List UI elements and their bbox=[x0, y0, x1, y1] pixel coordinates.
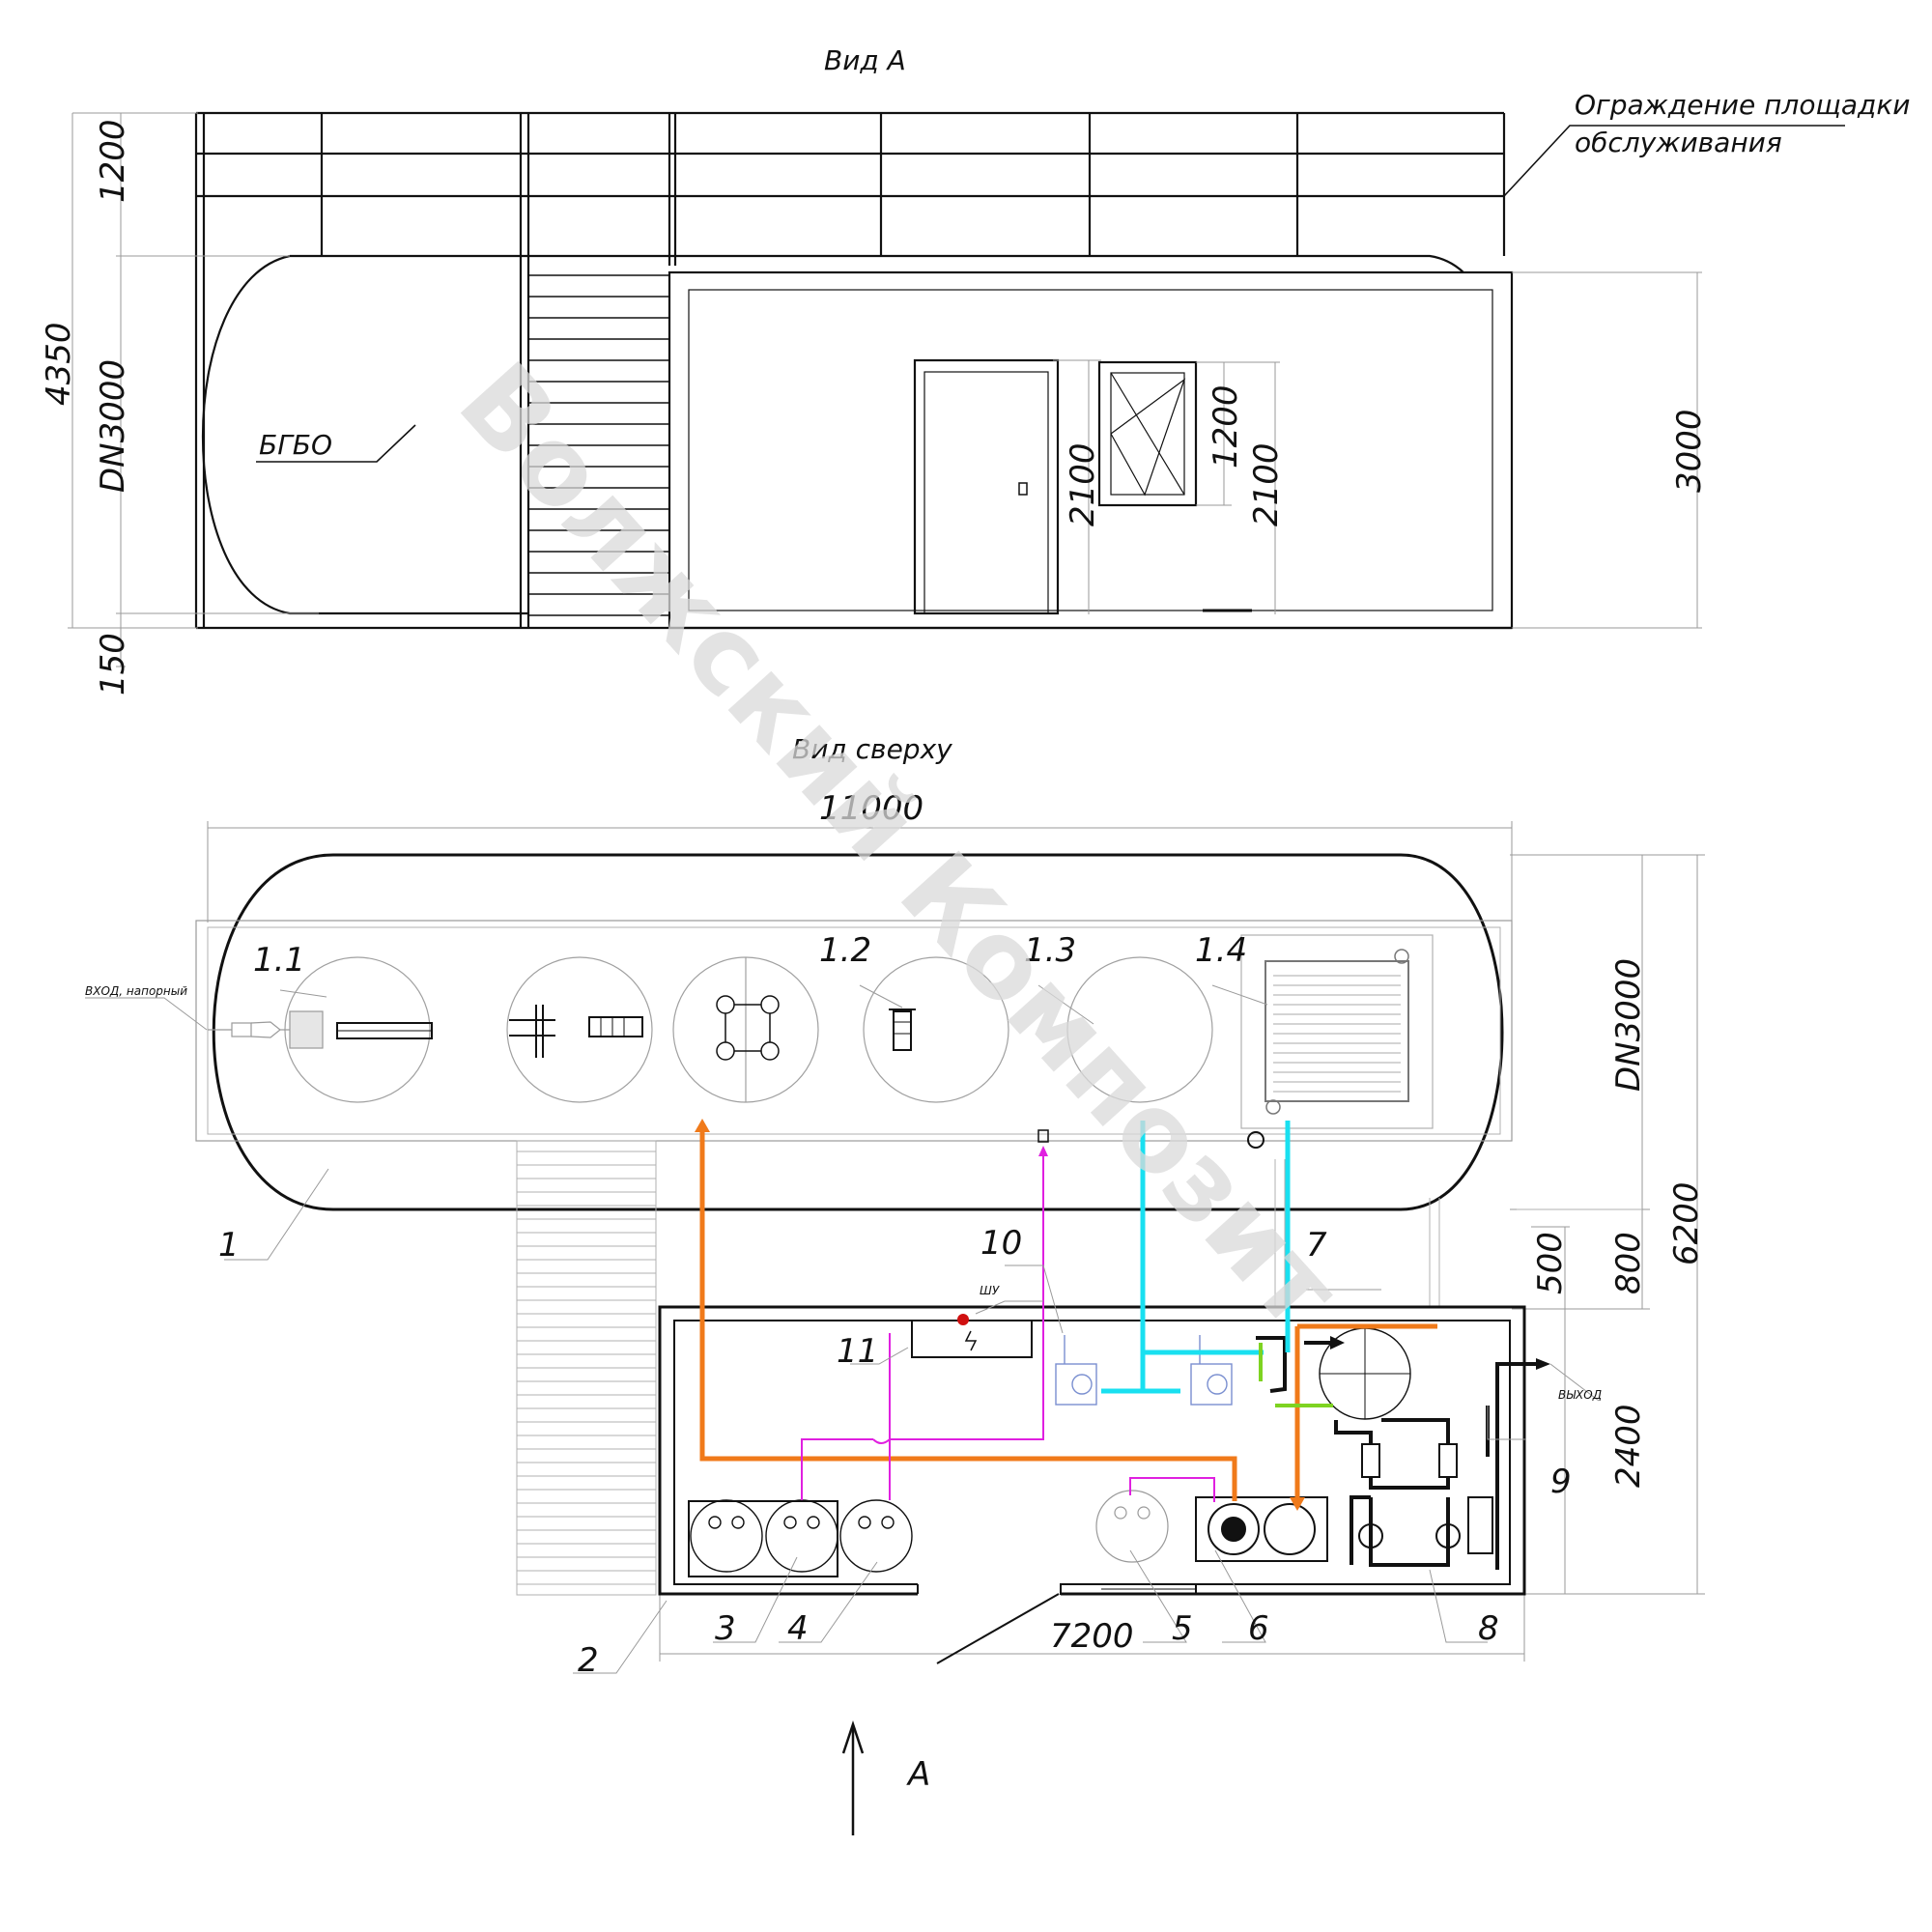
window bbox=[1097, 360, 1198, 507]
outlet-label: ВЫХОД bbox=[1558, 1388, 1602, 1402]
panel-indicator bbox=[957, 1314, 969, 1325]
tank-side-outline bbox=[201, 254, 1464, 615]
magenta-arrow-up bbox=[1038, 1146, 1048, 1156]
pump-1-2 bbox=[889, 1009, 916, 1051]
pos-6: 6 bbox=[1248, 1609, 1269, 1648]
unit-6 bbox=[1195, 1496, 1328, 1562]
dim-6200: 6200 bbox=[1667, 1181, 1706, 1265]
dim-11000: 11000 bbox=[819, 789, 923, 828]
pos-1-1: 1.1 bbox=[253, 941, 305, 980]
module-plan bbox=[658, 1305, 1526, 1596]
view-a-arrow bbox=[841, 1720, 865, 1835]
pos-1: 1 bbox=[218, 1226, 240, 1264]
view-a-arrow-label: А bbox=[906, 1755, 930, 1794]
front-view bbox=[194, 111, 1514, 630]
module-building-front bbox=[668, 270, 1514, 630]
tank-outline-top bbox=[212, 853, 1504, 1211]
pos-10: 10 bbox=[980, 1224, 1022, 1263]
dim-4350: 4350 bbox=[40, 322, 78, 406]
pos-9: 9 bbox=[1550, 1463, 1572, 1501]
fence-label-line1: Ограждение площадки bbox=[1575, 89, 1910, 121]
pos-4: 4 bbox=[787, 1609, 809, 1648]
orange-pipe bbox=[699, 1130, 1437, 1507]
green-pipe bbox=[1259, 1343, 1333, 1407]
top-view-title: Вид сверху bbox=[792, 733, 952, 765]
front-dimension-lines bbox=[68, 112, 1702, 668]
pos-3: 3 bbox=[715, 1609, 736, 1648]
tank-5 bbox=[1095, 1490, 1169, 1563]
top-dimension-lines bbox=[207, 821, 1705, 1662]
vessel-inlet-arrow bbox=[1330, 1336, 1345, 1350]
service-platform-railing bbox=[194, 111, 1506, 628]
stairs-plan bbox=[516, 1140, 1642, 1596]
pump-group-1 bbox=[509, 1005, 643, 1058]
cyan-pipe bbox=[1101, 1121, 1291, 1394]
fence-label-line2: обслуживания bbox=[1575, 127, 1782, 158]
top-leaders bbox=[85, 984, 1600, 1674]
filter-block-1-4 bbox=[1240, 934, 1434, 1129]
pos-1-3: 1.3 bbox=[1024, 931, 1076, 970]
dim-3000: 3000 bbox=[1670, 409, 1709, 493]
pos-2: 2 bbox=[578, 1641, 599, 1680]
pos-1-2: 1.2 bbox=[819, 931, 871, 970]
orange-arrow-up bbox=[695, 1119, 710, 1132]
door bbox=[913, 358, 1060, 615]
dim-500: 500 bbox=[1531, 1232, 1570, 1294]
pumps-10 bbox=[1055, 1335, 1233, 1406]
dosing-equipment-8 bbox=[1358, 1443, 1493, 1554]
stair-front bbox=[528, 274, 669, 616]
dim-2400: 2400 bbox=[1609, 1404, 1648, 1488]
dim-800: 800 bbox=[1609, 1232, 1648, 1294]
front-leaders bbox=[256, 125, 1845, 463]
dim-1200-window: 1200 bbox=[1207, 384, 1245, 469]
valve-group bbox=[716, 995, 780, 1061]
dim-150: 150 bbox=[94, 633, 132, 696]
pos-11: 11 bbox=[837, 1332, 878, 1371]
magenta-pipe bbox=[801, 1154, 1215, 1502]
dim-dn3000-top: DN3000 bbox=[1609, 958, 1648, 1092]
front-view-title: Вид А bbox=[824, 44, 906, 76]
control-panel bbox=[911, 1320, 1033, 1358]
pos-5: 5 bbox=[1172, 1609, 1193, 1648]
dim-1200-railing: 1200 bbox=[94, 119, 132, 203]
bgbo-label: БГБО bbox=[259, 429, 332, 461]
pos-7: 7 bbox=[1306, 1226, 1327, 1264]
pos-1-4: 1.4 bbox=[1195, 931, 1247, 970]
dim-2100-window: 2100 bbox=[1247, 442, 1286, 526]
outlet-arrow bbox=[1536, 1358, 1550, 1370]
view-a-leader bbox=[936, 1593, 1060, 1664]
dim-dn3000-front: DN3000 bbox=[94, 359, 132, 493]
reagent-tanks bbox=[688, 1499, 913, 1577]
inlet-label: ВХОД, напорный bbox=[85, 984, 187, 998]
panel-label: ШУ bbox=[980, 1284, 1000, 1297]
inlet-equipment bbox=[208, 1010, 324, 1049]
orange-arrow-down bbox=[1290, 1497, 1305, 1511]
dim-2100-door: 2100 bbox=[1064, 442, 1102, 526]
tank-plan bbox=[195, 853, 1513, 1211]
dim-7200: 7200 bbox=[1050, 1617, 1134, 1656]
pos-8: 8 bbox=[1478, 1609, 1499, 1648]
